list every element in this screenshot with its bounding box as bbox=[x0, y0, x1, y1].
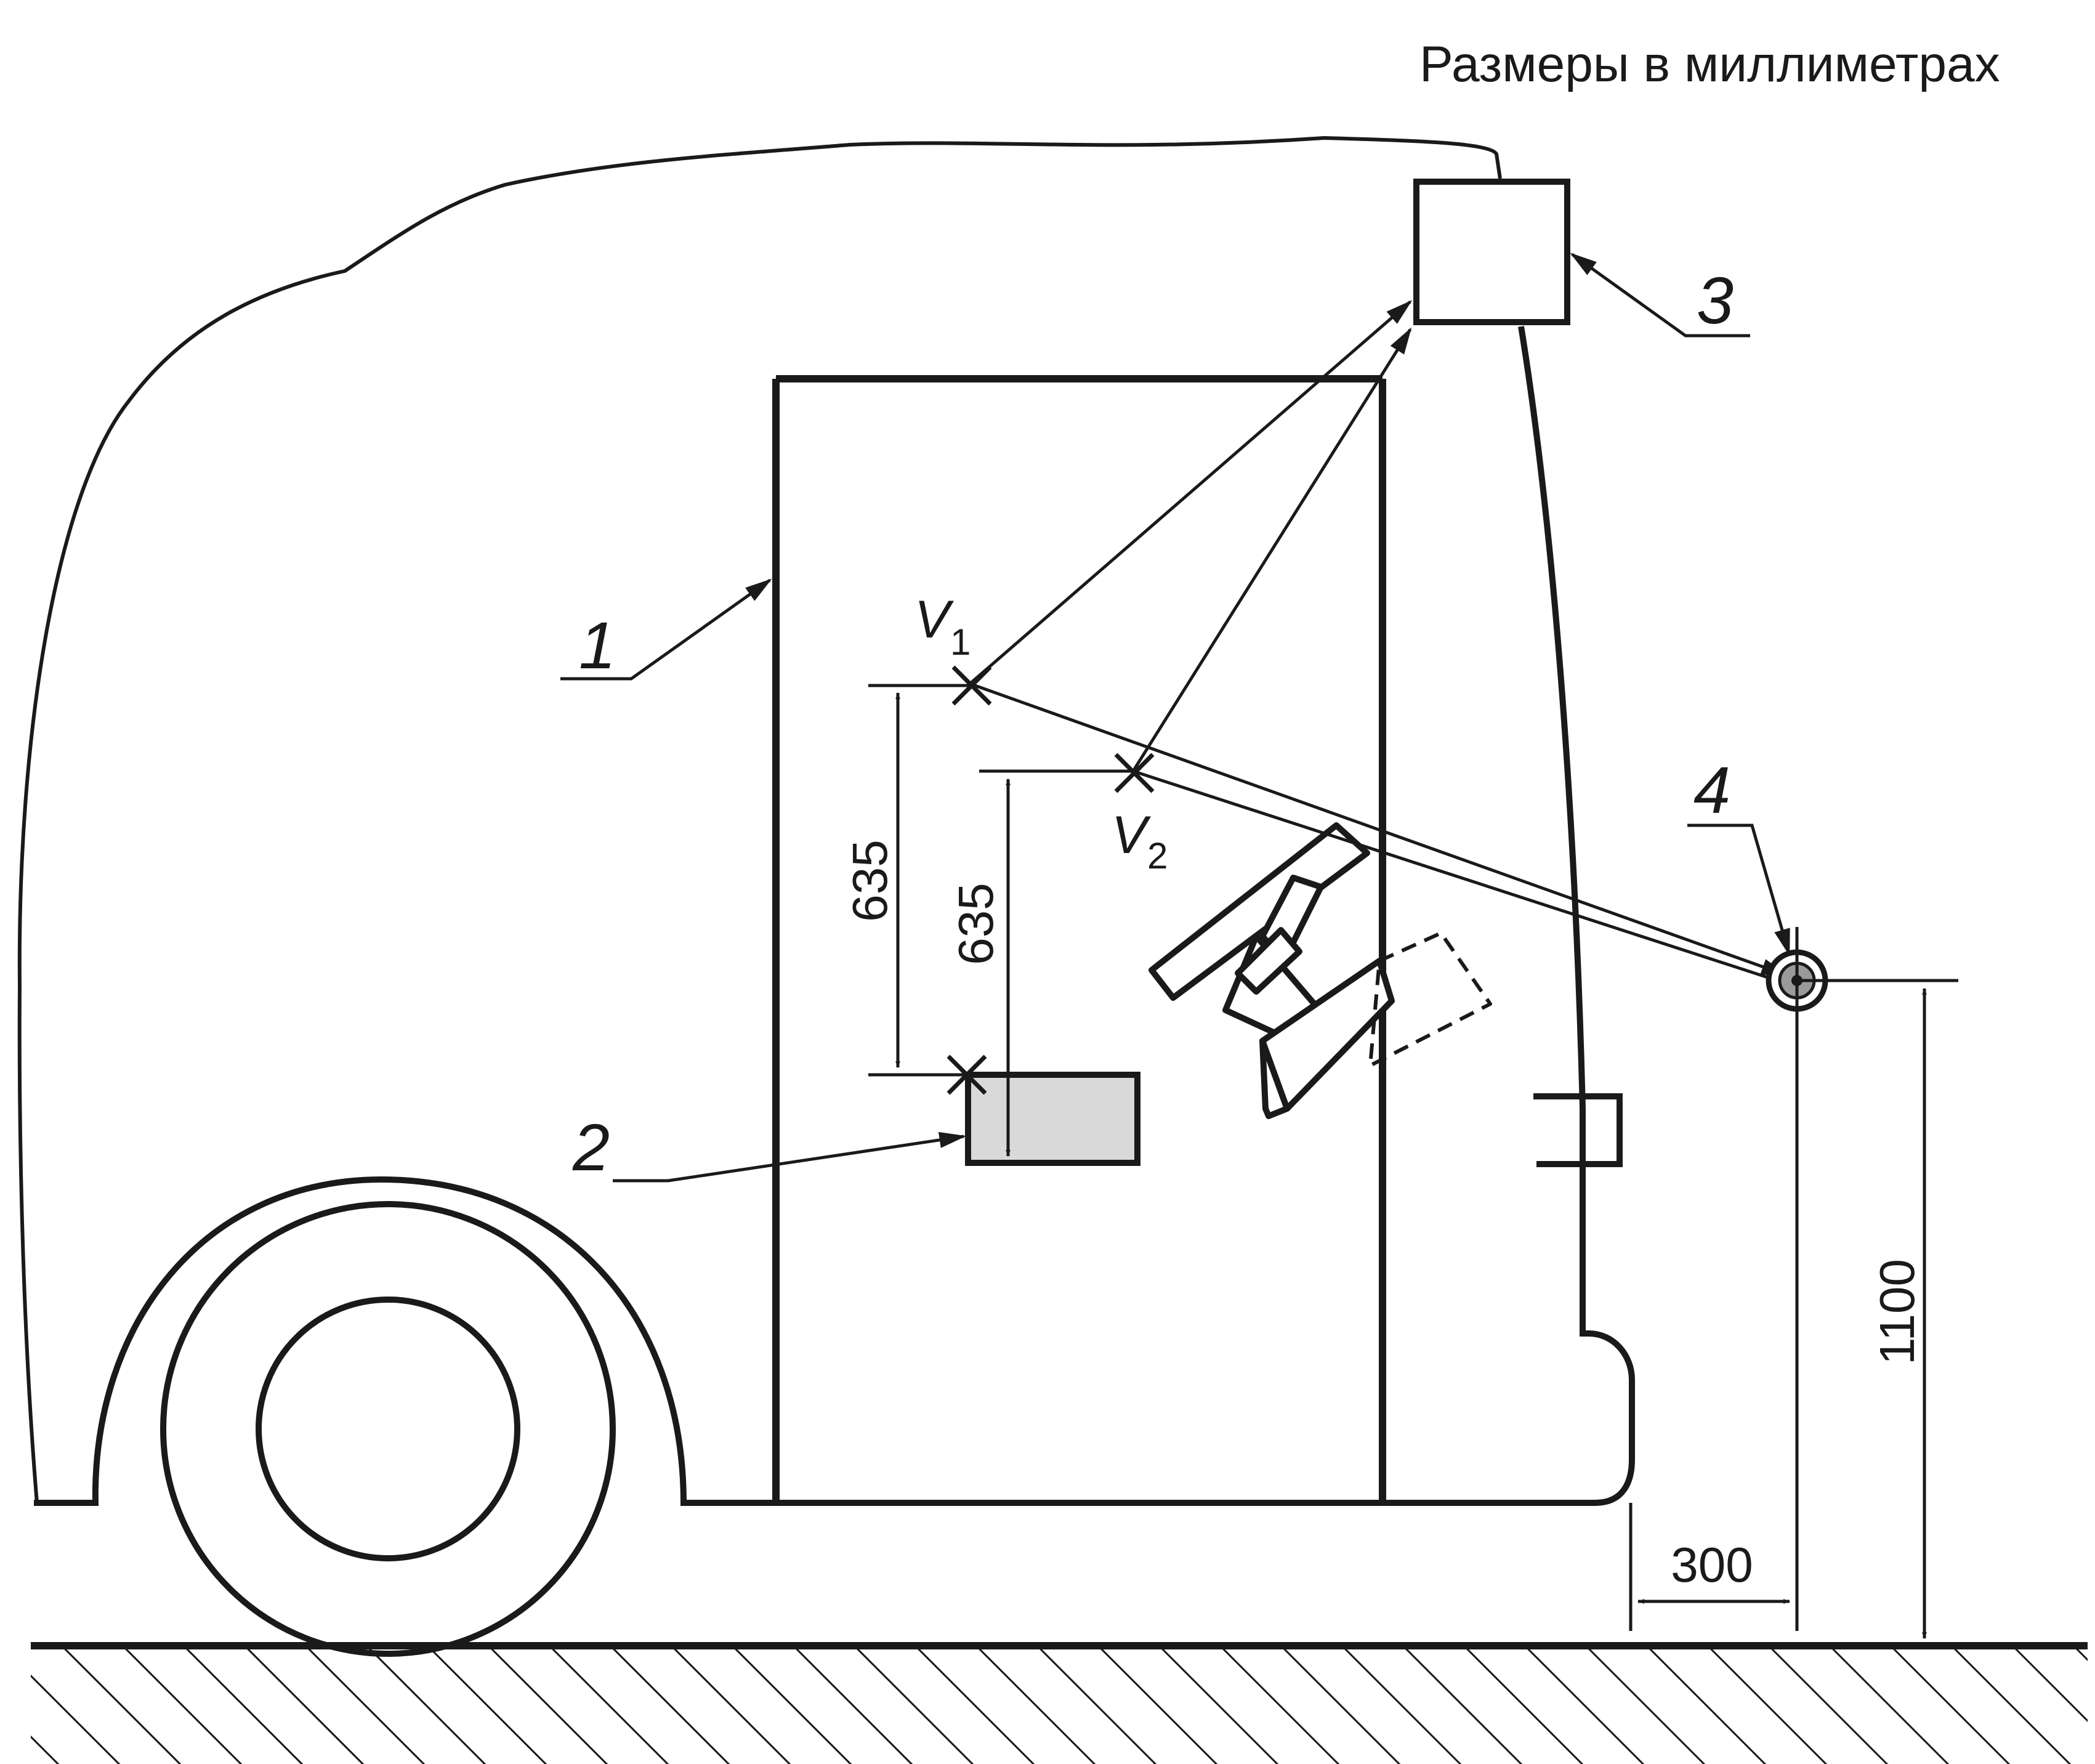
callout-label-4: 4 bbox=[1693, 753, 1730, 827]
dimension-v1-height: 635 bbox=[842, 840, 897, 921]
wheel bbox=[160, 1201, 616, 1657]
ground bbox=[31, 1642, 2088, 1764]
point-v2-letter: V bbox=[1112, 806, 1152, 865]
vehicle-body bbox=[34, 326, 1635, 1506]
point-v1-subscript: 1 bbox=[950, 621, 971, 663]
callout-label-2: 2 bbox=[572, 1110, 610, 1184]
steering-wheel bbox=[1148, 822, 1492, 1119]
point-v1-letter: V bbox=[914, 590, 955, 649]
point-v2-subscript: 2 bbox=[1147, 835, 1168, 876]
eye-point-v1-marker bbox=[951, 665, 992, 706]
sight-lines bbox=[969, 300, 1789, 981]
reference-box bbox=[965, 1072, 1140, 1166]
dimension-lines bbox=[868, 684, 1958, 1640]
dimension-v2-height: 635 bbox=[948, 883, 1003, 965]
dimension-vertical: 1100 bbox=[1870, 1259, 1924, 1365]
door-frame bbox=[772, 375, 1386, 1503]
vehicle-cover-outline bbox=[17, 136, 1502, 1503]
callout-label-1: 1 bbox=[579, 608, 616, 682]
eye-point-v2-marker bbox=[1114, 753, 1155, 793]
dimension-horizontal: 300 bbox=[1671, 1537, 1753, 1592]
units-title: Размеры в миллиметрах bbox=[1419, 36, 2000, 92]
callout-label-3: 3 bbox=[1697, 263, 1734, 338]
callout-leaders bbox=[560, 253, 1791, 1183]
mirror-box bbox=[1413, 179, 1570, 325]
